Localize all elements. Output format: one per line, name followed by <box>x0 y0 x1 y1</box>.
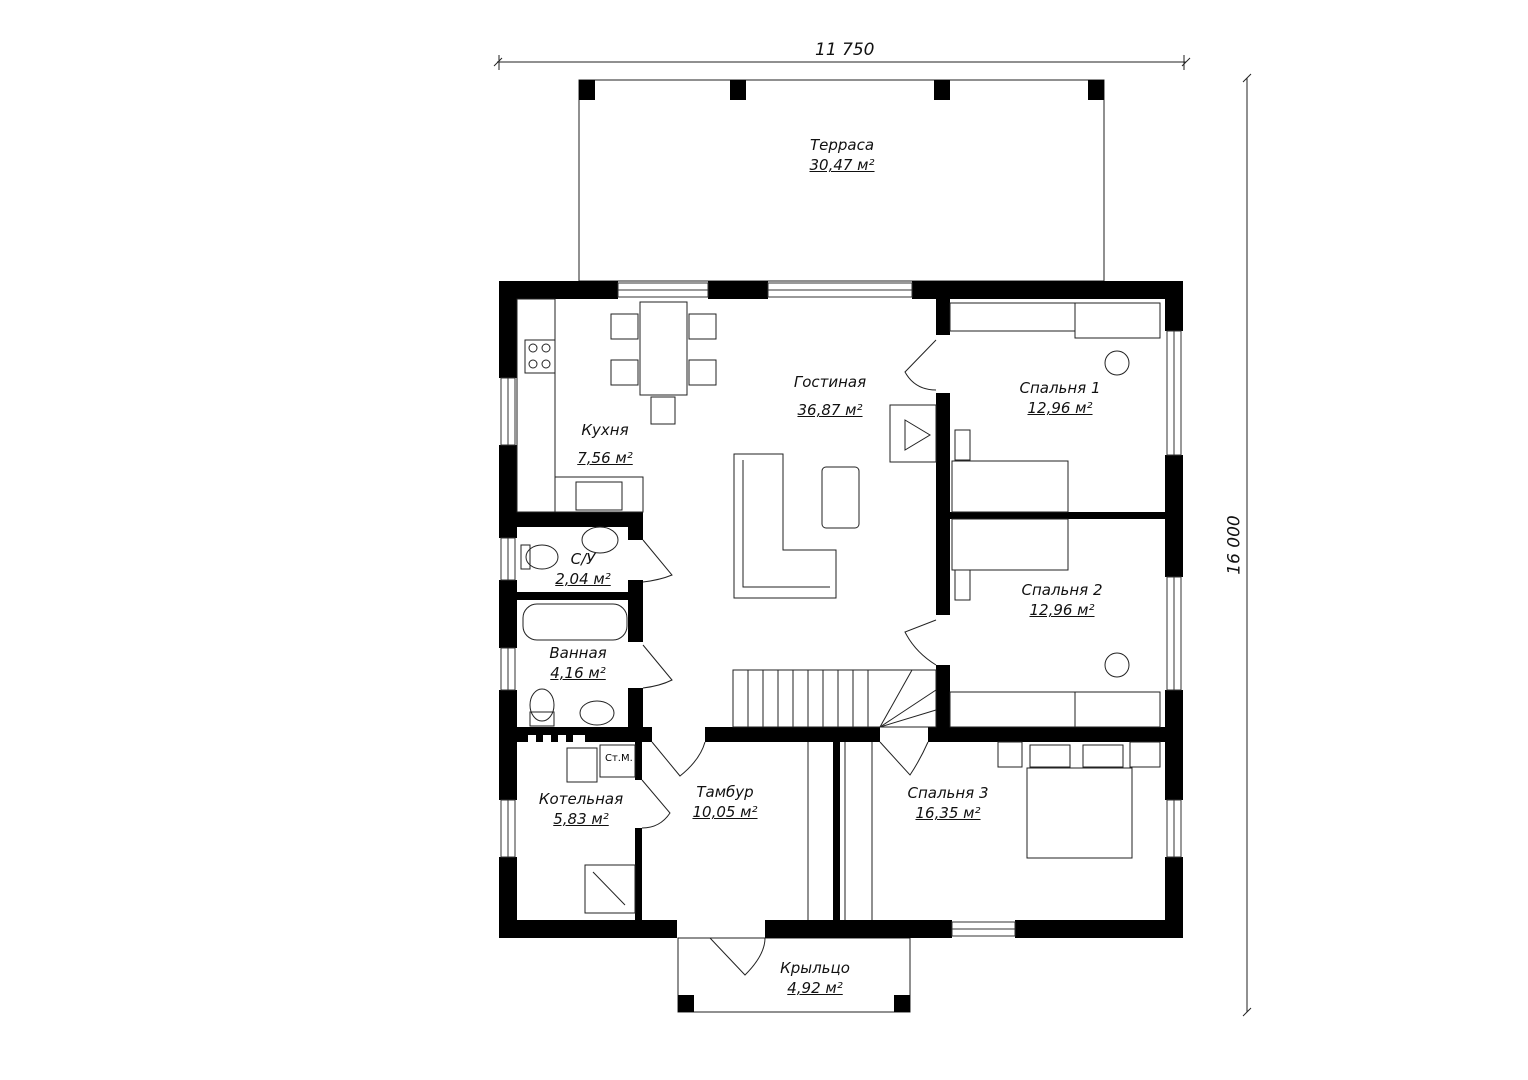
dimension-height-label: 16 000 <box>1224 515 1245 575</box>
room-area: 4,16 м² <box>550 664 606 682</box>
room-wc: С/У 2,04 м² <box>555 549 611 589</box>
room-porch: Крыльцо 4,92 м² <box>780 958 850 998</box>
room-kitchen: Кухня 7,56 м² <box>577 420 633 468</box>
living-furniture <box>733 404 937 599</box>
room-living: Гостиная 36,87 м² <box>794 372 866 420</box>
dimension-width-line <box>493 55 1191 70</box>
washing-machine-label: Ст.М. <box>605 753 633 764</box>
room-area: 2,04 м² <box>555 570 611 588</box>
bathroom-furniture <box>520 526 628 727</box>
door-swings <box>641 339 937 976</box>
dimension-width-label: 11 750 <box>815 40 875 60</box>
windows <box>500 282 1182 937</box>
staircase <box>732 669 937 728</box>
room-name: Спальня 3 <box>907 784 989 802</box>
room-name: Крыльцо <box>780 959 850 977</box>
room-vestibule: Тамбур 10,05 м² <box>692 782 757 822</box>
room-name: Тамбур <box>696 783 754 801</box>
kitchen-furniture <box>516 298 717 513</box>
room-area: 10,05 м² <box>692 803 758 821</box>
room-bedroom-1: Спальня 1 12,96 м² <box>1019 378 1100 418</box>
boiler-room-furniture <box>566 744 636 914</box>
room-name: Кухня <box>581 421 629 439</box>
room-name: Котельная <box>538 790 624 808</box>
room-area: 5,83 м² <box>553 810 609 828</box>
room-area: 7,56 м² <box>577 449 633 467</box>
interior-walls <box>517 299 1165 920</box>
room-bedroom-2: Спальня 2 12,96 м² <box>1021 580 1102 620</box>
room-name: Терраса <box>809 136 875 154</box>
room-name: Спальня 1 <box>1019 379 1101 397</box>
room-area: 12,96 м² <box>1029 601 1095 619</box>
room-area: 16,35 м² <box>915 804 981 822</box>
room-bathroom: Ванная 4,16 м² <box>549 643 606 683</box>
room-name: Спальня 2 <box>1021 581 1103 599</box>
room-name: С/У <box>570 550 596 568</box>
room-terrace: Терраса 30,47 м² <box>809 135 874 175</box>
bedroom-furniture <box>949 302 1161 859</box>
dimension-height-line <box>1242 73 1252 1017</box>
room-area: 4,92 м² <box>787 979 843 997</box>
room-area: 36,87 м² <box>797 401 863 419</box>
room-name: Ванная <box>549 644 607 662</box>
room-boiler: Котельная 5,83 м² <box>539 789 623 829</box>
room-name: Гостиная <box>793 373 867 391</box>
room-area: 30,47 м² <box>809 156 875 174</box>
terrace-outline <box>578 79 1105 282</box>
exterior-walls <box>499 281 1183 938</box>
room-area: 12,96 м² <box>1027 399 1093 417</box>
room-bedroom-3: Спальня 3 16,35 м² <box>907 783 988 823</box>
